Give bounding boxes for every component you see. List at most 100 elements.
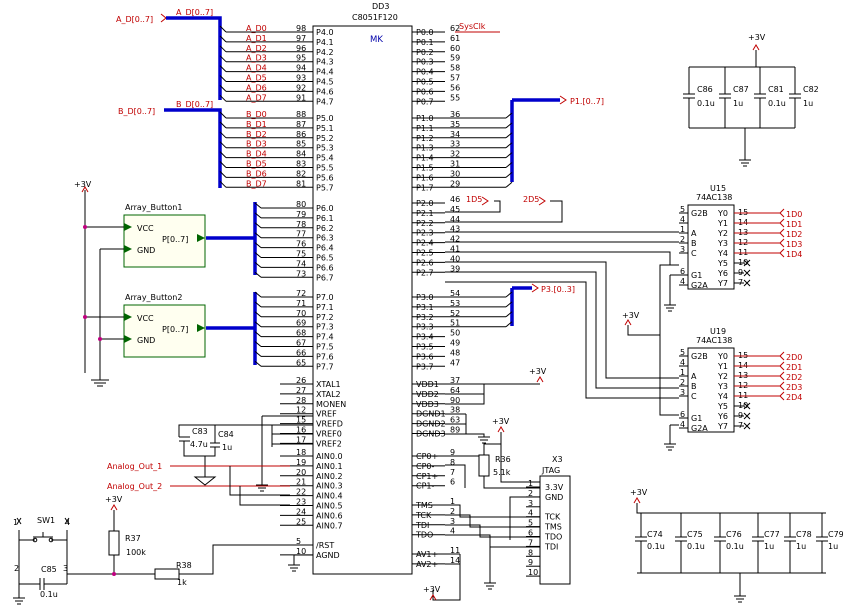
decoder-net-label: 2D0 [786,353,802,362]
bus-entry [505,321,513,328]
mcu-pin-name: VDD2 [416,390,439,399]
mcu-pin-number: 32 [450,150,460,159]
decoder-input-name: A [691,372,697,381]
analog-out-2: Analog_Out_2 [107,482,162,491]
mcu-pin-number: 51 [450,319,460,328]
mcu-pin-name: P1.1 [416,124,434,133]
r36-ref: R36 [495,455,511,464]
mcu-pin-name: P7.7 [316,362,334,371]
vdd-dgnd-wiring [445,383,540,444]
mcu-pin-number: 85 [296,140,306,149]
decoder-output-name: Y4 [717,392,728,401]
capacitor [752,513,764,573]
p2-to-u19 [445,261,679,399]
bus-entry [219,111,227,119]
mcu-body [312,25,413,575]
mcu-pin-name: /RST [316,541,334,550]
bus-entry [219,35,227,43]
r38-val: 1k [177,578,187,587]
mcu-pin-number: 52 [450,309,460,318]
mcu-pin-name: P1.2 [416,134,434,143]
mcu-pin-name: CP0+ [416,452,438,461]
mcu-pin-number: 98 [296,24,306,33]
mcu-pin-name: AIN0.0 [316,452,343,461]
decoder-input-name: G2B [691,209,708,218]
capacitor [675,513,687,573]
array-button-2-title: Array_Button2 [125,293,182,302]
jtag-ref: X3 [552,455,563,464]
net-label: B_D3 [246,140,267,149]
mcu-pin-number: 96 [296,44,306,53]
r37-ref: R37 [125,534,141,543]
mcu-pin-name: P0.7 [416,97,434,106]
net-label: B_D2 [246,130,267,139]
mcu-pin-name: P7.3 [316,323,334,332]
mcu-pin-name: P5.4 [316,154,334,163]
mcu-pin-number: 12 [296,406,306,415]
mcu-pin-number: 20 [296,468,306,477]
jtag-pin-name: TDO [544,533,562,542]
mcu-pin-name: P4.0 [316,28,334,37]
av-vcc-label: +3V [423,585,441,594]
bus-entry [505,172,513,178]
mcu-pin-number: 75 [296,250,306,259]
mcu-pin-name: AV2+ [416,560,438,569]
mcu-pin-name: VREF2 [316,439,342,448]
cap-val: 1u [764,542,774,551]
mcu-pin-number: 58 [450,64,460,73]
bus-entry [254,351,262,357]
mcu-pin-name: VDD1 [416,380,439,389]
mcu-pin-number: 79 [296,210,306,219]
mcu-pin-number: 18 [296,448,306,457]
mcu-pin-number: 37 [450,376,460,385]
mcu-pin-number: 24 [296,507,306,516]
jtag-pin-number: 7 [528,538,533,547]
mcu-pin-name: P0.1 [416,38,434,47]
mcu-pin-number: 56 [450,83,460,92]
decoder-input-pin: 1 [680,368,685,377]
capacitor [719,67,731,128]
decoder-net-label: 1D2 [786,230,802,239]
mcu-pin-name: AIN0.6 [316,511,343,520]
c85-val: 0.1u [40,590,58,599]
btn-ground-symbol [91,379,109,387]
decoder-input-pin: 2 [680,378,685,387]
mcu-pin-number: 64 [450,386,460,395]
array-button-1: Array_Button1 VCC GND P[0..7] [123,203,206,268]
mcu-pin-name: P3.4 [416,333,434,342]
mcu-pin-name: P7.1 [316,303,334,312]
mcu-pin-name: P7.0 [316,293,334,302]
array-button-1-port: P[0..7] [162,235,188,244]
mcu-pin-name: P6.2 [316,224,334,233]
decoder-input-name: A [691,229,697,238]
mcu-pin-name: AIN0.2 [316,472,343,481]
mcu-pin-number: 7 [450,468,455,477]
mcu-pin-name: P2.4 [416,239,434,248]
mcu-pin-number: 22 [296,488,306,497]
cap-val: 1u [828,542,838,551]
mcu-pin-number: 44 [450,215,460,224]
mcu-pin-number: 62 [450,24,460,33]
decoder-output-name: Y1 [717,219,728,228]
mcu-pin-number: 40 [450,254,460,263]
mcu-pin-number: 60 [450,44,460,53]
mcu-pin-name: P7.5 [316,343,334,352]
mcu-pin-name: AIN0.5 [316,502,343,511]
jtag-pin-number: 6 [528,529,533,538]
p2-to-u15 [445,231,679,266]
mcu-pin-name: P4.5 [316,78,334,87]
mcu-pin-name: P6.3 [316,234,334,243]
mcu-pin-number: 59 [450,54,460,63]
array-button-2-vcc: VCC [137,314,154,323]
mcu-pin-name: VREFD [316,420,343,429]
bus-entry [254,262,262,268]
mcu-pin-name: P1.0 [416,114,434,123]
mcu-pin-number: 94 [296,64,306,73]
decoder-body [687,204,735,290]
mcu-pin-number: 45 [450,205,460,214]
mcu-pin-number: 25 [296,517,306,526]
btn-power-wiring [84,190,124,380]
mcu-pin-number: 1 [450,497,455,506]
